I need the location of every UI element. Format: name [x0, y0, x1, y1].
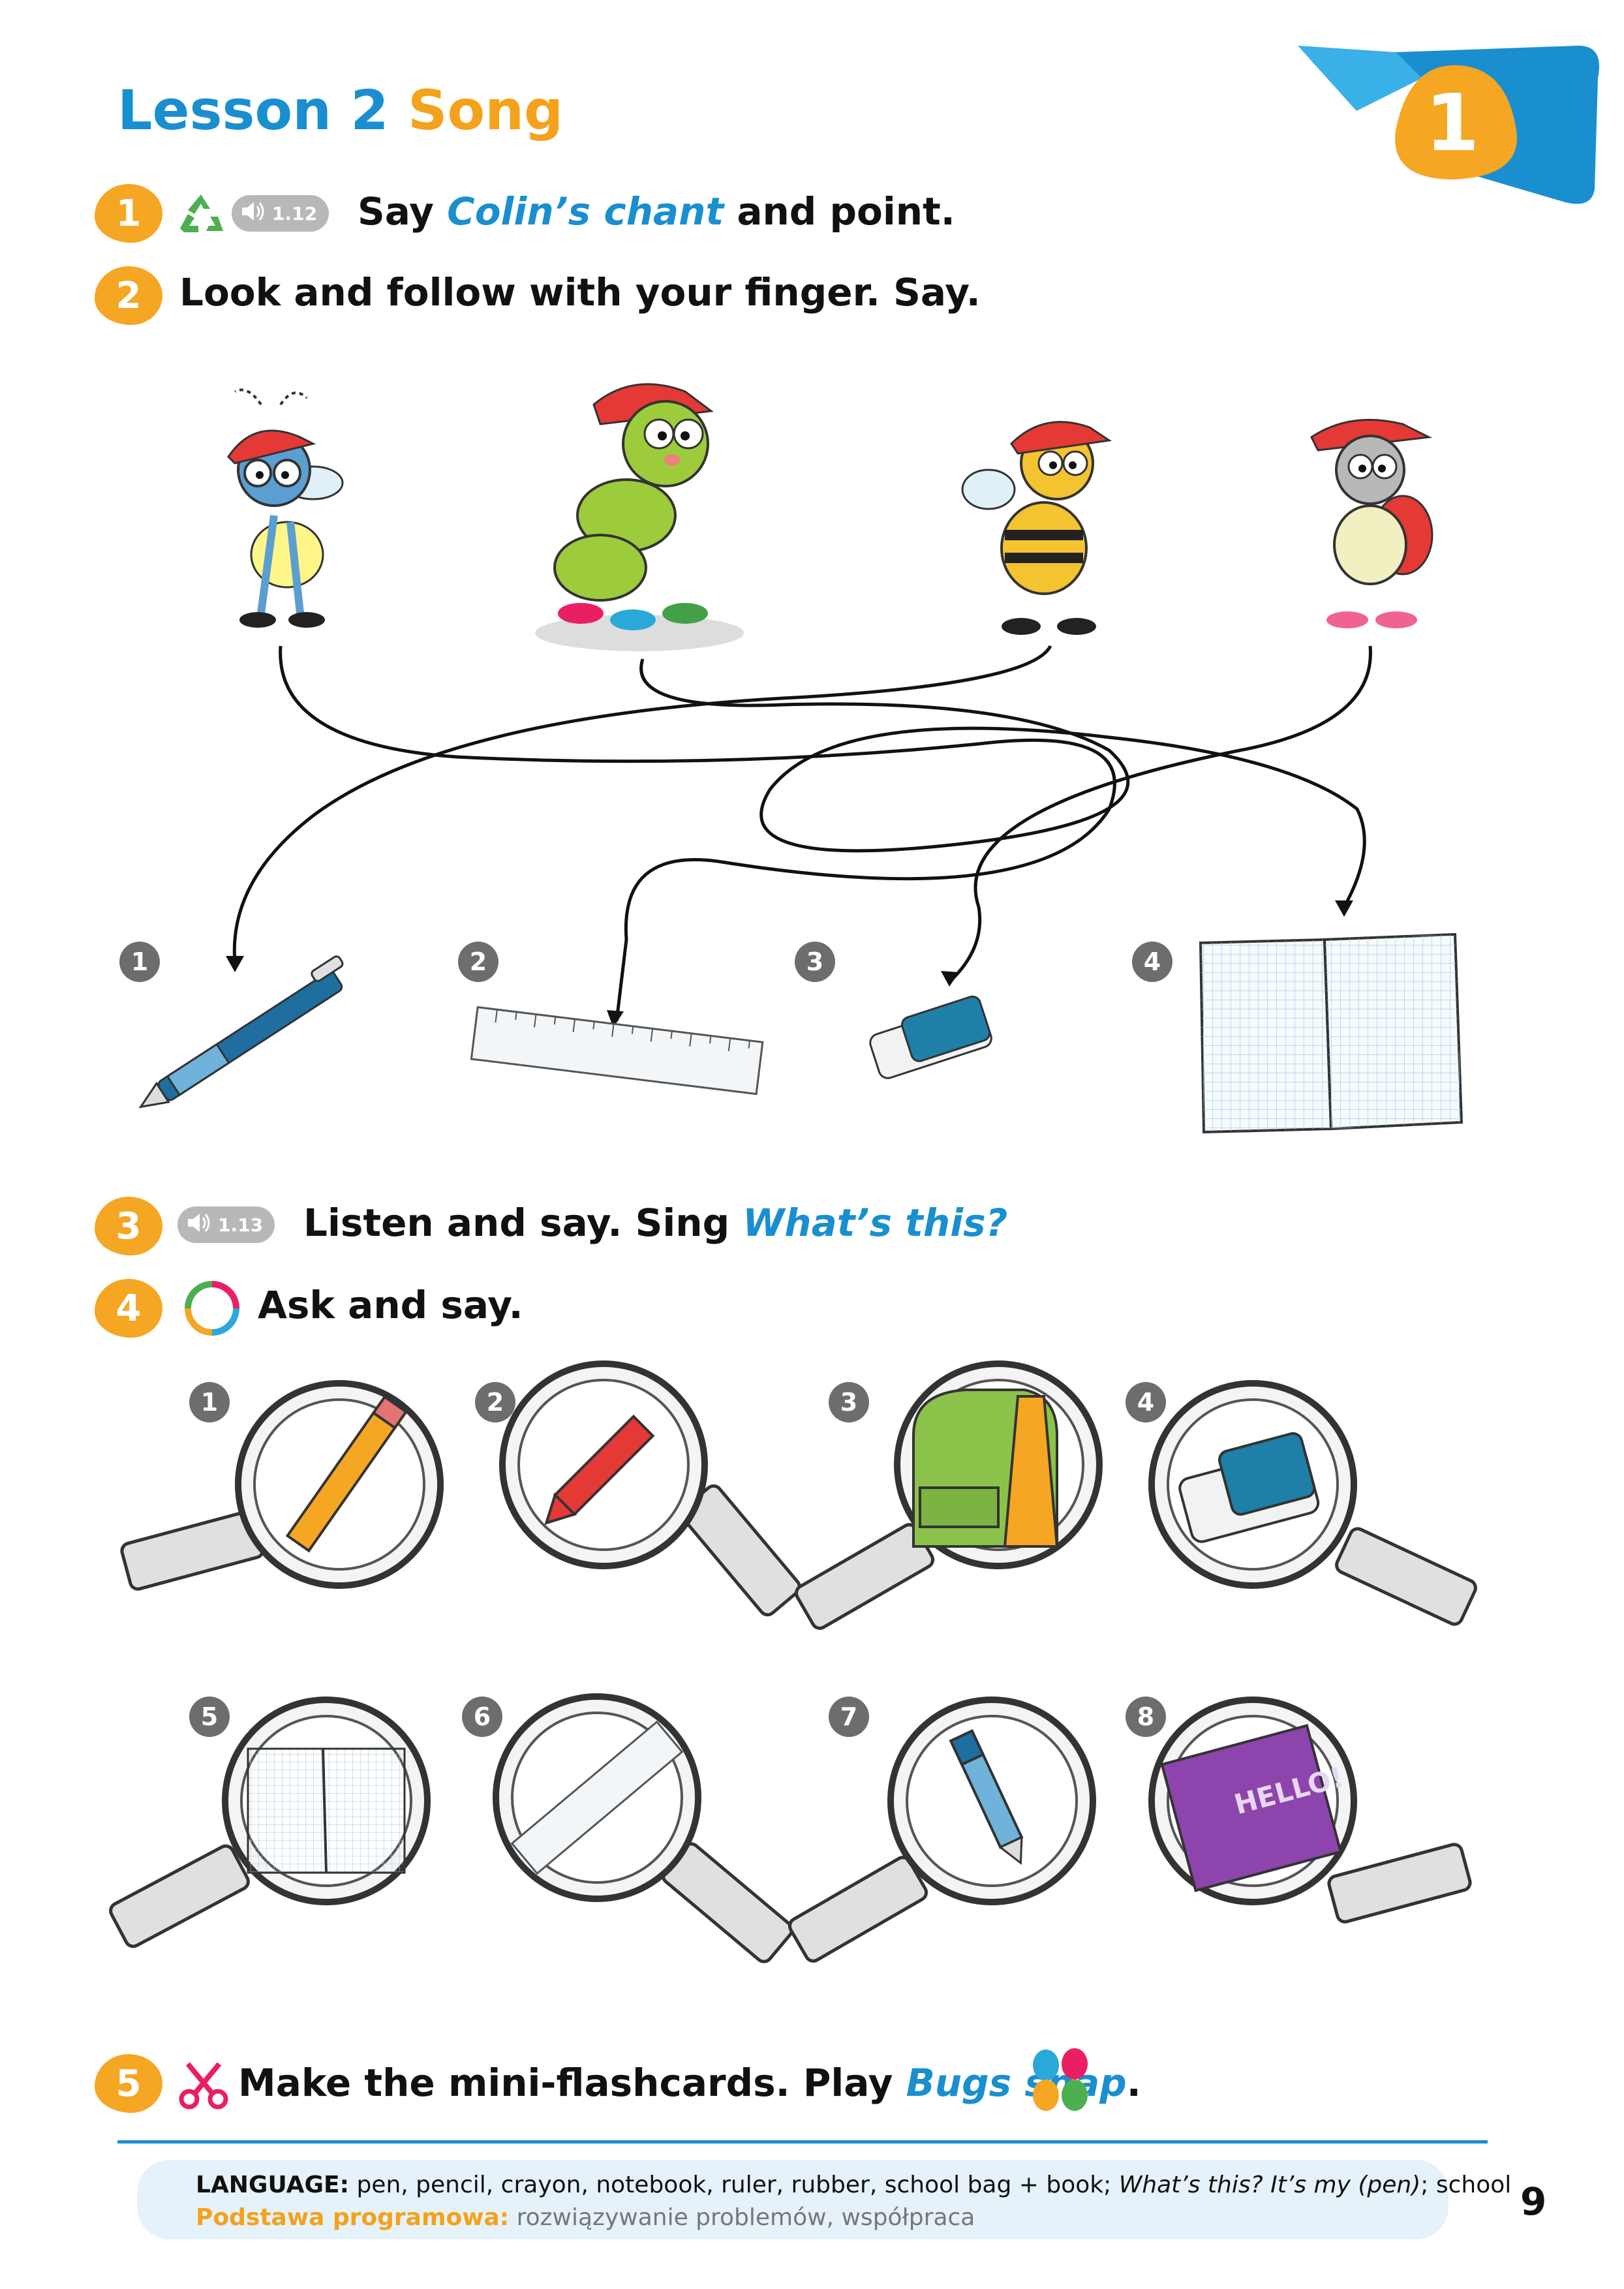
- magnifier-6-number: 6: [462, 1697, 502, 1737]
- magnifier-2-number: 2: [475, 1382, 515, 1422]
- exercise-5-instruction: Make the mini-flashcards. Play Bugs snap…: [238, 2061, 1141, 2105]
- audio-track-label: 1.13: [218, 1214, 264, 1236]
- magnifier-8-number: 8: [1126, 1697, 1166, 1737]
- pen-picture[interactable]: [121, 953, 382, 1125]
- magnifier-notebook[interactable]: [108, 1697, 431, 1949]
- magnifier-pen[interactable]: [787, 1697, 1096, 1964]
- hands-icon: [1021, 2039, 1099, 2120]
- magnifier-pencil[interactable]: [120, 1380, 444, 1591]
- exercise-2-instruction: Look and follow with your finger. Say.: [179, 270, 981, 315]
- exercise-4-number: 4: [95, 1279, 162, 1338]
- exercise-1-number: 1: [95, 184, 162, 243]
- pair-work-icon: [183, 1279, 241, 1340]
- audio-track-label: 1.12: [272, 202, 318, 224]
- lesson-title: Lesson 2: [117, 78, 389, 142]
- exercise-2-number: 2: [95, 266, 162, 325]
- rubber-picture[interactable]: [861, 979, 998, 1099]
- magnifier-5-number: 5: [189, 1697, 230, 1737]
- exercise-5-number: 5: [95, 2054, 162, 2113]
- magnifier-ruler[interactable]: [493, 1693, 795, 1965]
- page-number: 9: [1520, 2179, 1547, 2224]
- lesson-topic: Song: [408, 78, 564, 142]
- bee-character: [959, 398, 1129, 642]
- ruler-picture[interactable]: [467, 998, 767, 1112]
- exercise-1-instruction: Say Colin’s chant and point.: [358, 189, 955, 234]
- maze-item-4-number: 4: [1132, 942, 1172, 982]
- unit-badge: 1: [1298, 39, 1604, 209]
- maze-item-1-number: 1: [119, 942, 160, 982]
- speaker-icon: [185, 1212, 211, 1238]
- footer-curriculum: Podstawa programowa: rozwiązywanie probl…: [196, 2204, 975, 2231]
- exercise-3-number: 3: [95, 1197, 162, 1255]
- magnifier-1-number: 1: [189, 1382, 230, 1422]
- footer-divider: [117, 2140, 1488, 2143]
- caterpillar-character: [529, 365, 750, 655]
- magnifiers: [108, 1360, 1478, 1965]
- audio-track-1-12[interactable]: 1.12: [232, 195, 329, 232]
- ladybird-character: [1298, 405, 1448, 642]
- scissors-icon: [177, 2059, 230, 2113]
- notebook-picture[interactable]: [1194, 927, 1468, 1144]
- magnifier-7-number: 7: [829, 1697, 869, 1737]
- footer-box: [137, 2160, 1448, 2239]
- unit-number: 1: [1425, 78, 1480, 169]
- magnifier-rubber[interactable]: [1148, 1380, 1478, 1627]
- magnifier-book[interactable]: [1148, 1697, 1472, 1924]
- magnifier-school-bag[interactable]: [793, 1360, 1103, 1631]
- exercise-3-instruction: Listen and say. Sing What’s this?: [303, 1201, 1008, 1245]
- magnifier-3-number: 3: [829, 1382, 869, 1422]
- maze-item-2-number: 2: [458, 942, 498, 982]
- firefly-character: [183, 385, 352, 642]
- recycle-icon: [175, 191, 227, 239]
- footer-language: LANGUAGE: pen, pencil, crayon, notebook,…: [196, 2172, 1512, 2198]
- speaker-icon: [239, 200, 266, 227]
- magnifier-4-number: 4: [1126, 1382, 1166, 1422]
- maze-item-3-number: 3: [795, 942, 835, 982]
- maze-lines: [226, 645, 1372, 1028]
- magnifier-crayon[interactable]: [499, 1360, 803, 1618]
- exercise-4-instruction: Ask and say.: [258, 1283, 523, 1327]
- audio-track-1-13[interactable]: 1.13: [177, 1206, 275, 1243]
